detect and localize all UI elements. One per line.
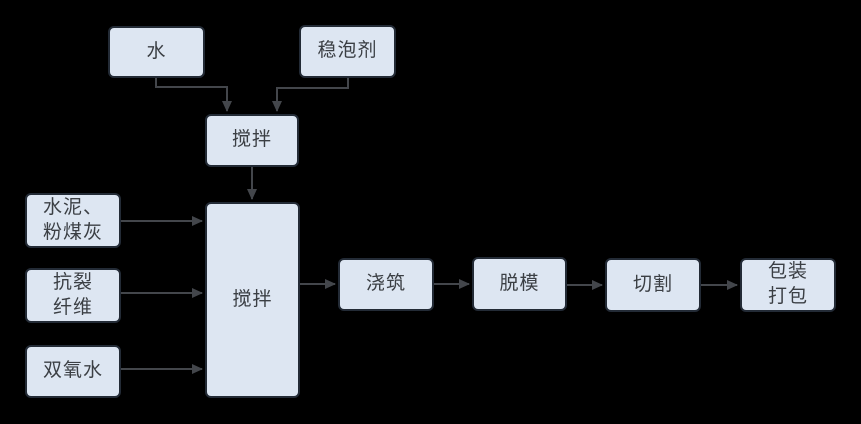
node-mixing-pre: 搅拌 <box>205 114 299 167</box>
node-mixing-main: 搅拌 <box>205 202 300 398</box>
node-cutting: 切割 <box>605 258 701 312</box>
node-packaging: 包装 打包 <box>740 258 836 312</box>
node-hydrogen-peroxide: 双氧水 <box>25 345 121 398</box>
edge-stabilizer-to-mixtop <box>272 78 349 112</box>
node-anticrack-fiber: 抗裂 纤维 <box>25 268 121 323</box>
edge-water-to-mixtop <box>155 78 232 112</box>
node-pouring: 浇筑 <box>338 258 434 311</box>
node-demolding: 脱模 <box>472 257 567 311</box>
node-water: 水 <box>108 26 205 78</box>
node-cement-flyash: 水泥、 粉煤灰 <box>25 193 121 248</box>
node-foam-stabilizer: 稳泡剂 <box>299 25 396 78</box>
